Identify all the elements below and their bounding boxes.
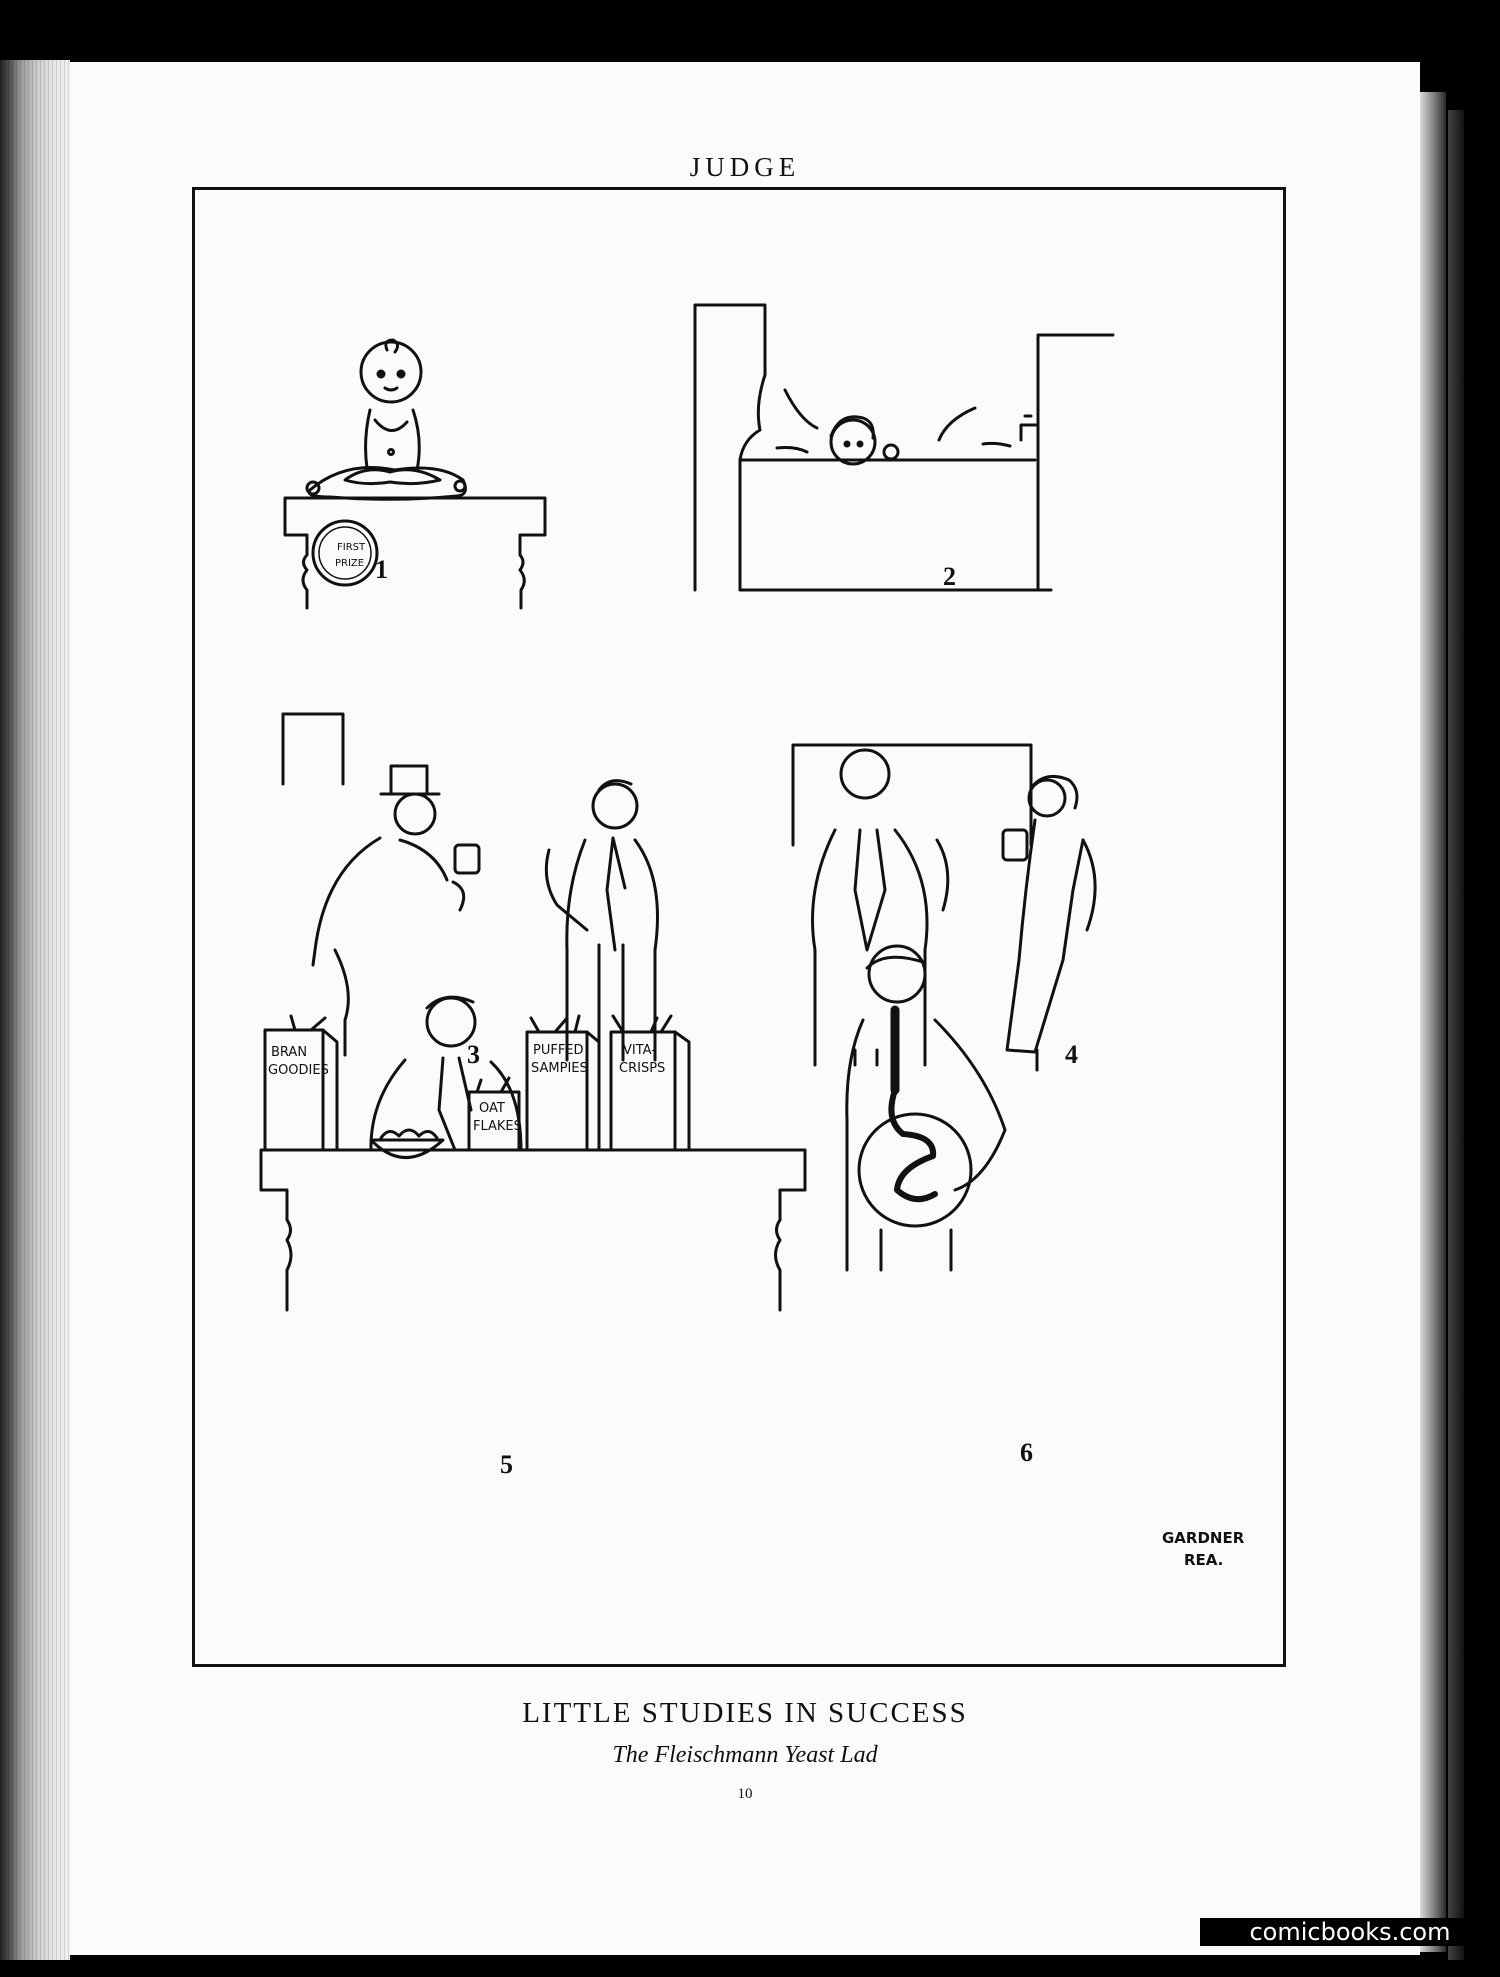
- site-watermark: comicbooks.com: [1200, 1918, 1500, 1946]
- box-oat-line2: FLAKES: [473, 1119, 522, 1134]
- panel-6-illustration: [845, 944, 1007, 1272]
- artist-signature: GARDNER REA.: [1162, 1527, 1272, 1571]
- panel-4-illustration: [791, 743, 1097, 1072]
- box-vita-line1: VITA-: [623, 1043, 656, 1058]
- panel-2-number: 2: [943, 562, 956, 591]
- box-oat-line1: OAT: [479, 1101, 505, 1116]
- panel-6-number: 6: [1020, 1438, 1033, 1467]
- badge-line2: PRIZE: [335, 558, 364, 569]
- signature-line1: GARDNER: [1162, 1529, 1245, 1547]
- box-bran-line1: BRAN: [271, 1045, 307, 1060]
- caption-title: LITTLE STUDIES IN SUCCESS: [522, 1697, 968, 1729]
- box-puffed-line2: SAMPIES: [531, 1061, 588, 1076]
- badge-line1: FIRST: [337, 542, 366, 553]
- panel-1-number: 1: [375, 555, 388, 584]
- box-bran-line2: GOODIES: [268, 1063, 329, 1078]
- panel-3-illustration: [281, 712, 659, 1062]
- panel-1-illustration: [283, 338, 547, 610]
- panel-2-illustration: [693, 303, 1115, 592]
- caption-subtitle: The Fleischmann Yeast Lad: [612, 1742, 878, 1768]
- magazine-page: JUDGE: [70, 62, 1420, 1955]
- panel-4-number: 4: [1065, 1040, 1078, 1069]
- panel-5-number: 5: [500, 1450, 513, 1479]
- cartoon-drawing: BRAN GOODIES OAT FLAKES PUFFED SAMPIES V…: [259, 303, 1115, 1312]
- page-header: JUDGE: [689, 152, 801, 182]
- page-number: 10: [737, 1786, 753, 1802]
- cartoon-frame: BRAN GOODIES OAT FLAKES PUFFED SAMPIES V…: [192, 187, 1286, 1667]
- box-vita-line2: CRISPS: [619, 1061, 665, 1076]
- panel-3-number: 3: [467, 1040, 480, 1069]
- facing-page-edge: [1418, 92, 1446, 1952]
- book-edge: [0, 60, 70, 1960]
- signature-line2: REA.: [1184, 1551, 1224, 1569]
- facing-page-shadow: [1448, 110, 1464, 1960]
- panel-5-illustration: BRAN GOODIES OAT FLAKES PUFFED SAMPIES V…: [259, 995, 807, 1312]
- first-prize-badge: FIRST PRIZE: [335, 542, 366, 569]
- box-puffed-line1: PUFFED: [533, 1043, 584, 1058]
